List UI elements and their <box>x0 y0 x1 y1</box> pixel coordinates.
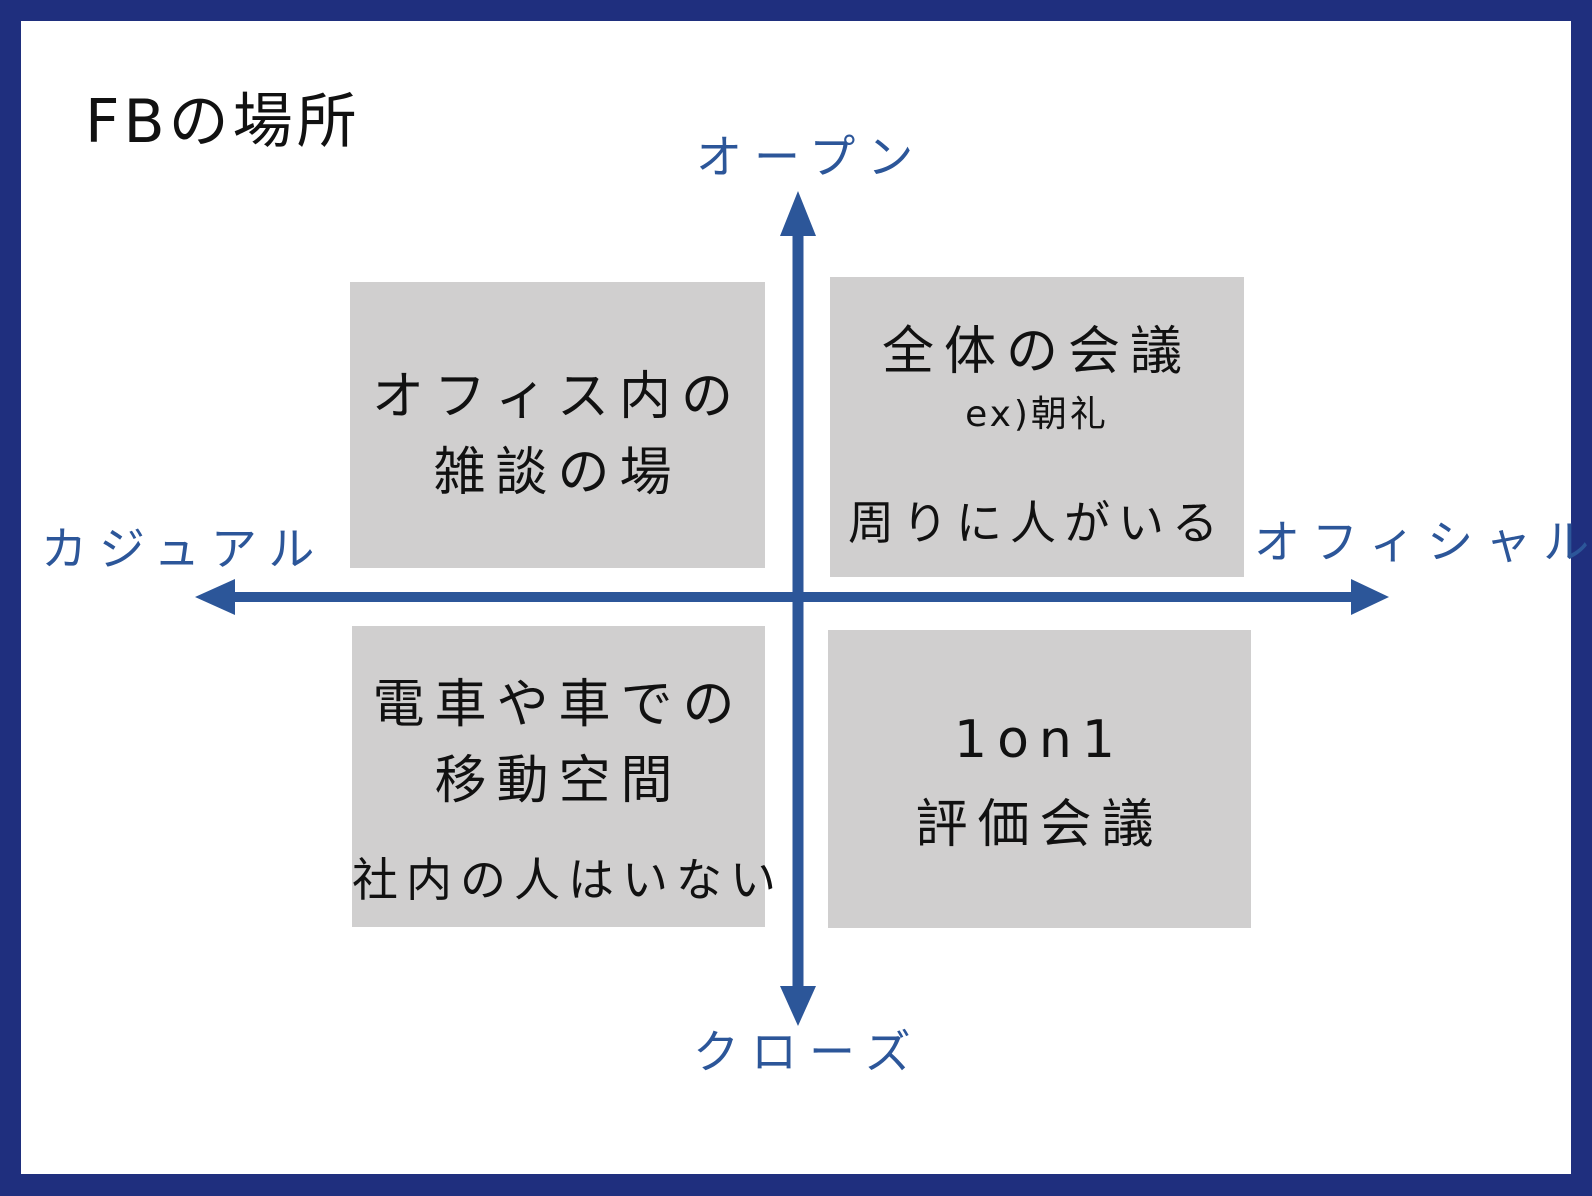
quadrant-note: 社内の人はいない <box>352 853 784 907</box>
arrow-up-icon <box>780 191 816 236</box>
quadrant-text: 電車や車での <box>372 675 745 735</box>
diagram-canvas: FBの場所 オフィス内の 雑談の場 全体の会議 ex)朝礼 周りに人がいる 電車… <box>21 21 1589 1174</box>
quadrant-text: 雑談の場 <box>433 443 682 503</box>
quadrant-text: オフィス内の <box>372 367 743 427</box>
axis-label-bottom: クローズ <box>693 1025 923 1079</box>
axis-label-top: オープン <box>696 130 926 184</box>
quadrant-text: 評価会議 <box>915 795 1164 855</box>
quadrant-text: 1on1 <box>954 710 1125 770</box>
quadrant-top-left: オフィス内の 雑談の場 <box>350 282 765 568</box>
quadrant-subtext: ex)朝礼 <box>965 394 1109 435</box>
arrow-down-icon <box>780 986 816 1026</box>
axis-label-right: オフィシャル <box>1254 515 1592 569</box>
quadrant-text: 全体の会議 <box>881 322 1192 382</box>
arrow-right-icon <box>1351 579 1389 615</box>
quadrant-bottom-left: 電車や車での 移動空間 社内の人はいない <box>352 626 784 927</box>
quadrant-text: 移動空間 <box>434 751 683 811</box>
axis-label-left: カジュアル <box>41 522 327 576</box>
axes <box>195 191 1389 1026</box>
quadrant-top-right: 全体の会議 ex)朝礼 周りに人がいる <box>830 277 1244 577</box>
quadrant-note: 周りに人がいる <box>848 496 1226 550</box>
page-title: FBの場所 <box>85 87 361 157</box>
quadrant-bottom-right: 1on1 評価会議 <box>828 630 1251 928</box>
arrow-left-icon <box>195 579 235 615</box>
